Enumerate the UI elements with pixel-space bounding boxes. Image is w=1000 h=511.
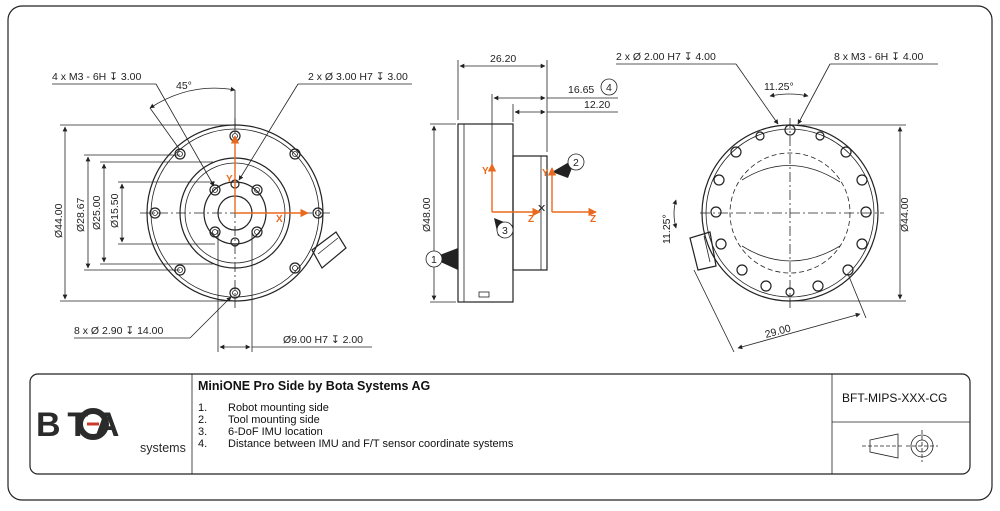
front-callout-pin: 2 x Ø 3.00 H7 ↧ 3.00 <box>308 71 408 83</box>
back-dim-44-label: Ø44.00 <box>899 197 911 232</box>
front-view: X Y 4 x M3 - 6H ↧ 3.00 2 x Ø 3.00 H7 ↧ 3… <box>52 71 412 352</box>
side-marker-1-flag <box>432 248 458 270</box>
side-marker-4-circle <box>600 78 618 96</box>
front-dim-28-label: Ø28.67 <box>75 197 87 232</box>
side-marker-1-circle <box>425 250 443 268</box>
side-connector <box>478 291 490 298</box>
front-dim-44-label: Ø44.00 <box>53 203 65 238</box>
front-connector <box>311 231 347 269</box>
side-axis-y-label: Y <box>482 166 489 177</box>
front-dim-25-label: Ø25.00 <box>91 195 103 230</box>
side-dim-tool-label: 12.20 <box>584 99 610 111</box>
front-angle-label: 45° <box>176 80 192 92</box>
front-callout-threaded: 4 x M3 - 6H ↧ 3.00 <box>52 71 141 83</box>
back-connector <box>689 231 717 271</box>
note-4-text: Distance between IMU and F/T sensor coor… <box>228 438 514 450</box>
side-marker-3-circle <box>496 221 514 239</box>
front-connector-line <box>317 237 339 255</box>
logo-subtext: systems <box>140 441 186 455</box>
title-block-frame <box>29 373 971 475</box>
front-callout-pin-leader <box>238 83 299 181</box>
front-angle-arc <box>149 86 236 109</box>
front-through-holes <box>149 130 324 299</box>
side-marker-2: 2 <box>573 157 579 169</box>
side-axis-z2-label: Z <box>590 214 596 225</box>
note-3-num: 3. <box>198 426 207 438</box>
sheet-frame <box>7 5 993 501</box>
side-marker-3: 3 <box>502 225 508 237</box>
side-dim-48-label: Ø48.00 <box>421 197 433 232</box>
projection-symbol-icon <box>862 430 938 462</box>
side-dim-imu-label: 16.65 <box>568 84 594 96</box>
side-marker-2-circle <box>567 153 585 171</box>
side-tool-flange <box>512 155 548 271</box>
side-dim-width-label: 26.20 <box>490 53 516 65</box>
side-marker-1: 1 <box>431 254 437 266</box>
front-axis-y-label: Y <box>226 174 233 185</box>
notes-list: 1. Robot mounting side 2. Tool mounting … <box>198 402 514 450</box>
back-callout-threaded-leader <box>797 63 831 125</box>
side-marker-4: 4 <box>606 82 612 94</box>
side-body <box>457 123 514 303</box>
side-axis-y2-label: Y <box>542 168 549 179</box>
back-groove-bottom <box>741 245 841 262</box>
note-3-text: 6-DoF IMU location <box>228 426 323 438</box>
back-dim-29 <box>737 312 861 350</box>
front-callout-through-leader <box>189 296 232 339</box>
back-dim-29-label: 29.00 <box>764 322 793 340</box>
drawing-title: MiniONE Pro Side by Bota Systems AG <box>198 379 430 393</box>
front-callout-bore: Ø9.00 H7 ↧ 2.00 <box>283 334 363 346</box>
note-1-num: 1. <box>198 402 207 414</box>
front-callout-through: 8 x Ø 2.90 ↧ 14.00 <box>74 325 164 337</box>
back-ext-29-left <box>693 269 735 353</box>
back-holes <box>710 124 872 297</box>
back-angle-top-arc <box>769 92 809 98</box>
back-ext-29-right <box>847 273 867 319</box>
note-2-text: Tool mounting side <box>228 414 320 426</box>
back-connector-line <box>703 235 711 263</box>
back-angle-left-arc <box>672 199 678 229</box>
back-callout-pin-leader <box>735 63 779 125</box>
back-view: 2 x Ø 2.00 H7 ↧ 4.00 8 x M3 - 6H ↧ 4.00 … <box>616 51 938 353</box>
side-view: 26.20 16.65 4 12.20 Ø48.00 1 2 3 Y Z <box>421 53 618 303</box>
part-code: BFT-MIPS-XXX-CG <box>842 391 947 405</box>
title-block: B T A systems MiniONE Pro Side by Bota S… <box>29 373 971 475</box>
back-angle-left-label: 11.25° <box>661 214 673 244</box>
back-callout-threaded: 8 x M3 - 6H ↧ 4.00 <box>834 51 923 63</box>
back-angle-top-label: 11.25° <box>764 81 794 93</box>
note-2-num: 2. <box>198 414 207 426</box>
note-4-num: 4. <box>198 438 207 450</box>
bota-logo: B T A systems <box>36 406 186 455</box>
front-angle-ext-d <box>149 107 181 151</box>
side-axis-z-label: Z <box>528 214 534 225</box>
back-groove-top <box>741 165 841 183</box>
front-axis-x-label: X <box>276 214 283 225</box>
front-dim-15-label: Ø15.50 <box>109 193 121 228</box>
back-callout-pin: 2 x Ø 2.00 H7 ↧ 4.00 <box>616 51 716 63</box>
side-imu-cross: ✕ <box>537 203 546 215</box>
note-1-text: Robot mounting side <box>228 402 329 414</box>
logo-o-ring <box>77 408 109 440</box>
